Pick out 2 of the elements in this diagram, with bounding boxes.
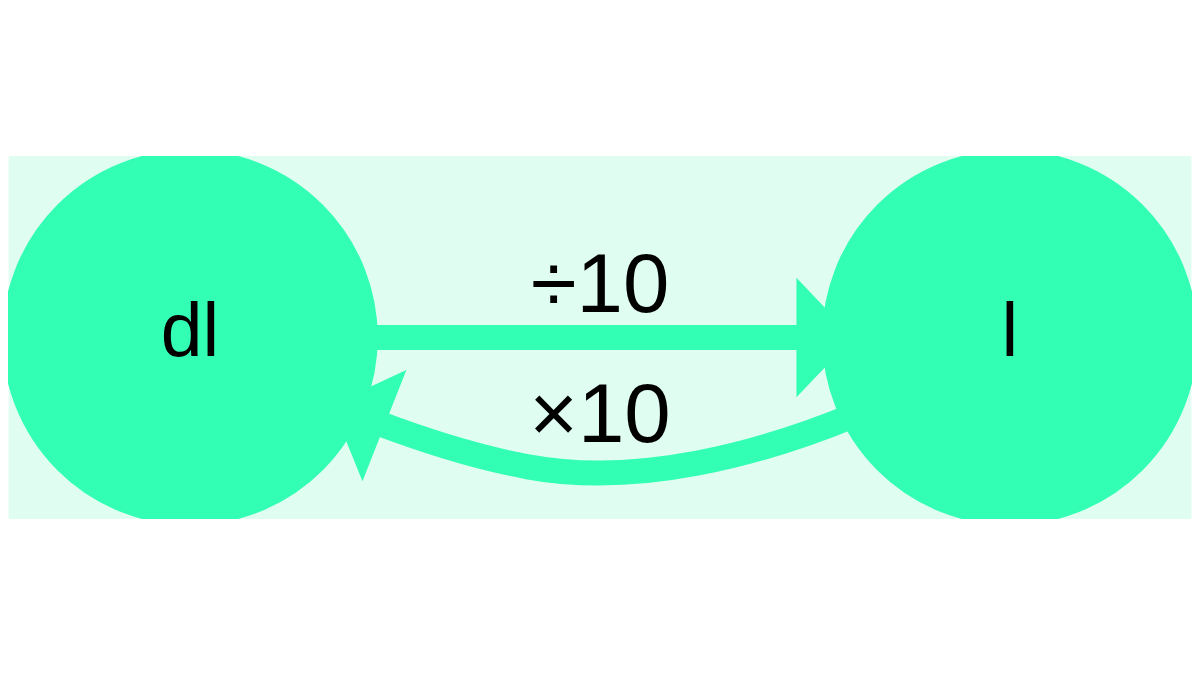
edge-label: ×10 xyxy=(529,365,671,460)
edge-label: ÷10 xyxy=(530,236,670,331)
